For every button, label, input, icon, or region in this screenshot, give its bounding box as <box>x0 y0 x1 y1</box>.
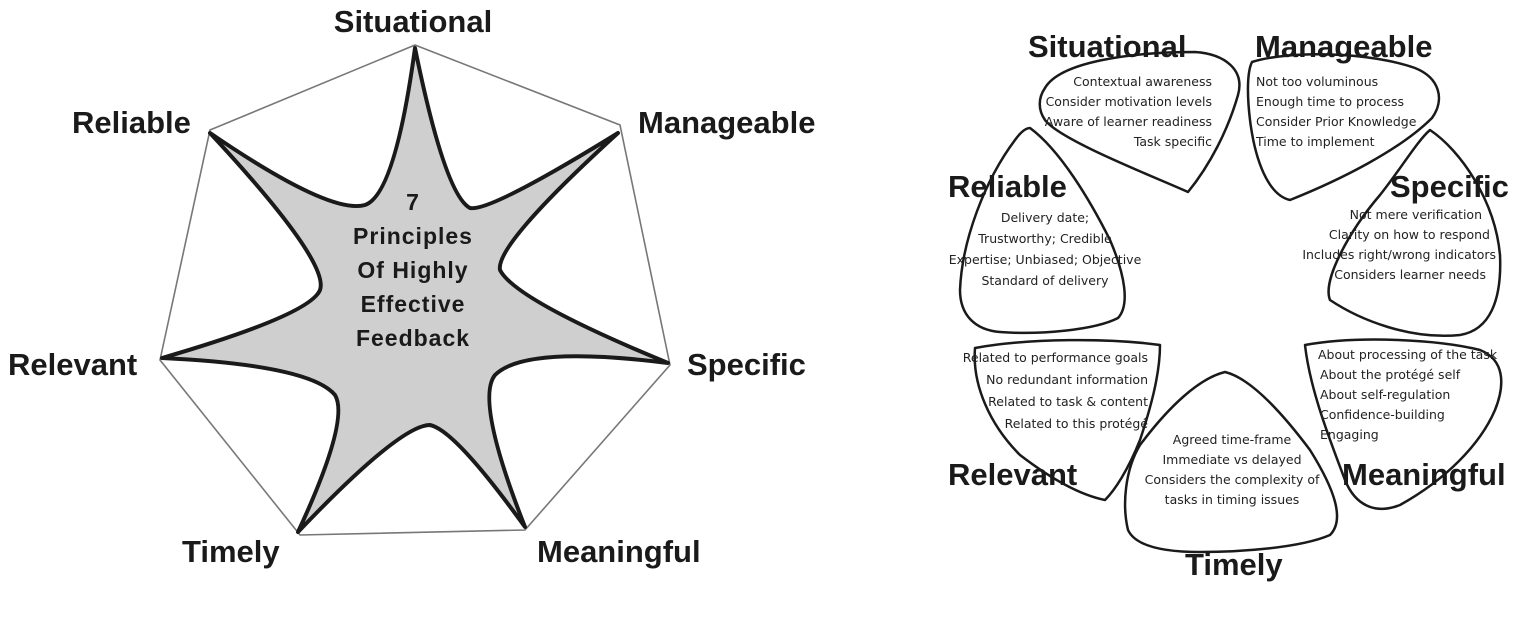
ring-title-situational: Situational <box>1028 29 1186 64</box>
point: Engaging <box>1320 427 1379 442</box>
ring-diagram <box>958 50 1503 554</box>
ring-title-timely: Timely <box>1185 547 1283 582</box>
star-label-specific: Specific <box>687 347 806 382</box>
seven-point-star <box>160 46 670 534</box>
petal-relevant <box>973 338 1162 502</box>
point: Related to performance goals <box>963 350 1148 365</box>
star-label-reliable: Reliable <box>72 105 191 140</box>
ring-points-manageable: Not too voluminous Enough time to proces… <box>1255 74 1417 149</box>
point: About processing of the task <box>1318 347 1498 362</box>
petal-manageable <box>1246 53 1441 202</box>
petal-meaningful <box>1303 338 1503 511</box>
star-label-manageable: Manageable <box>638 105 815 140</box>
point: Trustworthy; Credible <box>977 231 1112 246</box>
ring-points-relevant: Related to performance goals No redundan… <box>963 350 1149 431</box>
star-label-meaningful: Meaningful <box>537 534 701 569</box>
point: Related to this protégé <box>1005 416 1149 431</box>
point: Clarity on how to respond <box>1329 227 1490 242</box>
star-diagram: 7 Principles Of Highly Effective Feedbac… <box>8 4 815 569</box>
point: Considers the complexity of <box>1145 472 1320 487</box>
ring-points-reliable: Delivery date; Trustworthy; Credible Exp… <box>949 210 1142 288</box>
point: Confidence-building <box>1320 407 1445 422</box>
point: About the protégé self <box>1320 367 1461 382</box>
ring-points-timely: Agreed time-frame Immediate vs delayed C… <box>1145 432 1320 507</box>
point: Immediate vs delayed <box>1162 452 1301 467</box>
center-text-line-4: Effective <box>361 291 466 317</box>
heptagon-outline <box>159 44 671 536</box>
point: Enough time to process <box>1256 94 1404 109</box>
point: Considers learner needs <box>1334 267 1486 282</box>
point: Related to task & content <box>988 394 1148 409</box>
point: Consider Prior Knowledge <box>1256 114 1417 129</box>
point: Agreed time-frame <box>1173 432 1292 447</box>
point: Delivery date; <box>1001 210 1089 225</box>
point: About self-regulation <box>1320 387 1450 402</box>
star-label-situational: Situational <box>334 4 492 39</box>
point: No redundant information <box>986 372 1148 387</box>
star-label-timely: Timely <box>182 534 280 569</box>
point: Time to implement <box>1255 134 1375 149</box>
point: tasks in timing issues <box>1165 492 1300 507</box>
petal-reliable <box>958 126 1126 335</box>
ring-title-relevant: Relevant <box>948 457 1077 492</box>
ring-title-reliable: Reliable <box>948 169 1067 204</box>
petal-timely <box>1123 370 1339 554</box>
center-text-line-3: Of Highly <box>357 257 468 283</box>
ring-points-meaningful: About processing of the task About the p… <box>1318 347 1498 442</box>
point: Not mere verification <box>1350 207 1482 222</box>
point: Aware of learner readiness <box>1045 114 1212 129</box>
ring-title-specific: Specific <box>1390 169 1509 204</box>
ring-title-meaningful: Meaningful <box>1342 457 1506 492</box>
center-text-line-1: 7 <box>406 189 420 215</box>
point: Not too voluminous <box>1256 74 1378 89</box>
point: Consider motivation levels <box>1046 94 1212 109</box>
ring-points-specific: Not mere verification Clarity on how to … <box>1302 207 1496 282</box>
ring-points-situational: Contextual awareness Consider motivation… <box>1045 74 1212 149</box>
point: Standard of delivery <box>981 273 1109 288</box>
petal-specific <box>1327 128 1502 337</box>
point: Expertise; Unbiased; Objective <box>949 252 1142 267</box>
center-text-line-2: Principles <box>353 223 473 249</box>
point: Task specific <box>1133 134 1212 149</box>
star-label-relevant: Relevant <box>8 347 137 382</box>
ring-title-manageable: Manageable <box>1255 29 1432 64</box>
point: Contextual awareness <box>1073 74 1212 89</box>
center-text-line-5: Feedback <box>356 325 470 351</box>
petal-situational <box>1038 50 1241 194</box>
point: Includes right/wrong indicators <box>1302 247 1496 262</box>
